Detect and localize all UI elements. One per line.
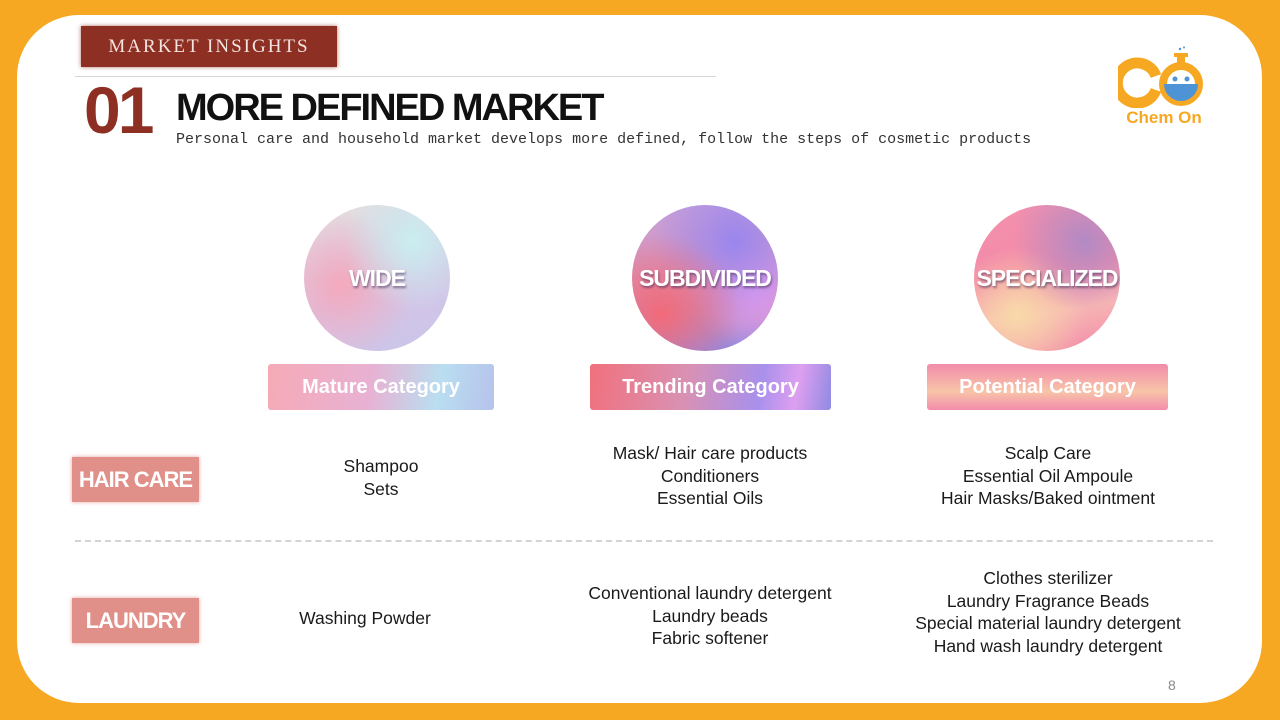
cell-line: Fabric softener (651, 628, 769, 648)
cell-line: Essential Oil Ampoule (962, 465, 1134, 486)
category-trending: Trending Category (590, 364, 831, 410)
cell-line: Conventional laundry detergent (588, 583, 832, 603)
circle-label: WIDE (348, 264, 406, 291)
category-mature: Mature Category (268, 364, 494, 410)
hair-care-trending-cell: Mask/ Hair care products Conditioners Es… (580, 442, 840, 510)
row-label-laundry: LAUNDRY (72, 598, 199, 643)
laundry-mature-cell: Washing Powder (265, 607, 465, 630)
circle-label: SPECIALIZED (976, 264, 1118, 291)
cell-line: Hair Masks/Baked ointment (941, 488, 1155, 508)
cell-line: Sets (363, 478, 399, 499)
cell-line: Washing Powder (299, 608, 431, 628)
cell-line: Special material laundry detergent (915, 613, 1181, 633)
chem-on-logo: Chem On (1111, 46, 1210, 132)
category-potential: Potential Category (927, 364, 1168, 410)
cell-line: Essential Oils (656, 488, 763, 508)
hair-care-potential-cell: Scalp Care Essential Oil Ampoule Hair Ma… (908, 442, 1188, 510)
circle-wide: WIDE (304, 205, 450, 351)
laundry-potential-cell: Clothes sterilizer Laundry Fragrance Bea… (898, 567, 1198, 657)
cell-line: Conditioners (660, 465, 760, 486)
cell-line: Laundry Fragrance Beads (946, 590, 1150, 611)
laundry-trending-cell: Conventional laundry detergent Laundry b… (570, 582, 850, 650)
cell-line: Clothes sterilizer (983, 568, 1113, 588)
cell-line: Mask/ Hair care products (612, 443, 808, 463)
hair-care-mature-cell: Shampoo Sets (281, 455, 481, 500)
circle-subdivided: SUBDIVIDED (632, 205, 778, 351)
cell-line: Hand wash laundry detergent (933, 635, 1163, 656)
cell-line: Shampoo (343, 456, 419, 476)
row-label-hair-care: HAIR CARE (72, 457, 199, 502)
cell-line: Laundry beads (652, 605, 768, 626)
section-number: 01 (84, 73, 154, 147)
cell-line: Scalp Care (1004, 443, 1092, 463)
header-rule (75, 76, 716, 77)
circle-label: SUBDIVIDED (639, 264, 772, 291)
slide-card (17, 15, 1262, 703)
section-tag: MARKET INSIGHTS (81, 26, 337, 67)
row-divider (75, 540, 1213, 542)
logo-flask-icon (1111, 46, 1203, 109)
logo-text: Chem On (1126, 108, 1202, 127)
page-title: MORE DEFINED MARKET (176, 87, 604, 129)
page-number: 8 (1168, 677, 1176, 693)
page-subtitle: Personal care and household market devel… (176, 131, 1032, 148)
circle-specialized: SPECIALIZED (974, 205, 1120, 351)
